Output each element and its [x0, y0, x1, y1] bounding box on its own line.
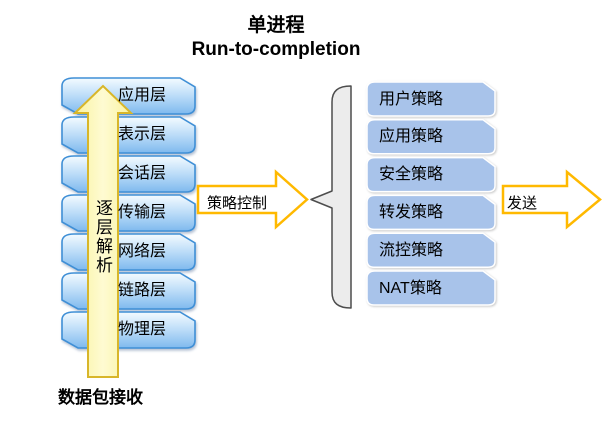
brace — [310, 85, 352, 309]
send-arrow — [501, 169, 602, 230]
layer-label-presentation: 表示层 — [117, 126, 166, 143]
title-line-en: Run-to-completion — [191, 39, 361, 60]
layer-label-session: 会话层 — [117, 165, 166, 182]
policy-control-label: 策略控制 — [206, 195, 267, 212]
title-line-zh: 单进程 — [247, 15, 305, 36]
send-label: 发送 — [507, 195, 538, 212]
policy-control-arrow — [196, 169, 309, 230]
diagram-title: 单进程 Run-to-completion — [176, 14, 376, 62]
layer-label-physical: 物理层 — [117, 321, 166, 338]
policy-label-app: 应用策略 — [379, 128, 444, 145]
layer-label-network: 网络层 — [117, 243, 166, 260]
layer-label-application: 应用层 — [117, 87, 166, 104]
layer-label-link: 链路层 — [117, 282, 166, 299]
policy-label-forward: 转发策略 — [379, 204, 444, 221]
policy-label-security: 安全策略 — [379, 166, 444, 183]
policy-label-user: 用户策略 — [379, 91, 444, 108]
policy-label-nat: NAT策略 — [379, 280, 442, 297]
layer-label-transport: 传输层 — [117, 204, 166, 221]
packet-receive-caption: 数据包接收 — [58, 388, 143, 407]
policy-boxes — [366, 81, 496, 306]
up-arrow-label: 逐层解析 — [96, 199, 113, 275]
up-arrow — [72, 84, 134, 378]
policy-label-flowctrl: 流控策略 — [379, 242, 444, 259]
